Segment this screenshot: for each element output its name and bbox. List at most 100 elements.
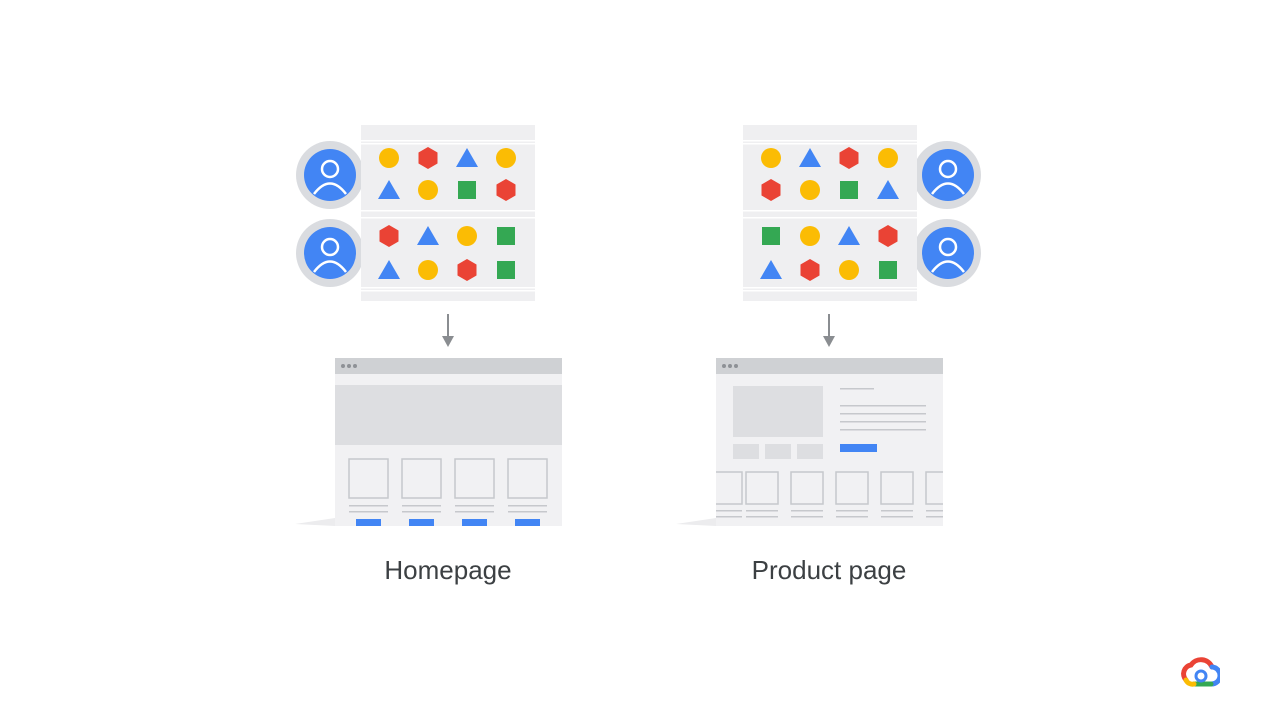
person-icon (922, 227, 974, 279)
homepage-label: Homepage (384, 555, 512, 585)
product-image (733, 386, 823, 437)
yellow-circle-icon (761, 148, 781, 168)
description-line (840, 413, 926, 415)
product-tile (925, 471, 943, 505)
panel-divider (743, 217, 917, 219)
yellow-circle-icon (379, 148, 399, 168)
person-icon (922, 149, 974, 201)
tile-button (462, 519, 487, 526)
blue-triangle-icon (838, 226, 860, 245)
window-dot-icon (353, 364, 357, 368)
tile-text-line (402, 505, 441, 507)
panel-divider (743, 143, 917, 145)
tile-text-line (926, 516, 943, 518)
product-tile (507, 458, 548, 499)
tile-text-line (881, 510, 913, 512)
blue-triangle-icon (417, 226, 439, 245)
avatar-head (320, 237, 340, 257)
avatar-circle (304, 149, 356, 201)
yellow-circle-icon (878, 148, 898, 168)
arrow-down-icon (823, 336, 835, 347)
blue-triangle-icon (456, 148, 478, 167)
description-line (840, 429, 926, 431)
blue-triangle-icon (378, 260, 400, 279)
homepage-wireframe (295, 358, 562, 526)
red-hexagon-icon (800, 259, 820, 281)
panel-divider (361, 290, 535, 292)
tile-text-line (349, 505, 388, 507)
description-line (840, 405, 926, 407)
tile-text-line (455, 505, 494, 507)
avatar-circle (304, 227, 356, 279)
browser-shadow (295, 518, 335, 526)
tile-text-line (836, 510, 868, 512)
avatar-body (313, 260, 347, 273)
window-dot-icon (347, 364, 351, 368)
yellow-circle-icon (800, 180, 820, 200)
blue-triangle-icon (378, 180, 400, 199)
tile-text-line (791, 510, 823, 512)
browser-window (716, 358, 943, 526)
tile-text-line (746, 516, 778, 518)
green-square-icon (497, 227, 515, 245)
panel-divider (361, 287, 535, 289)
panel-divider (743, 290, 917, 292)
hero-banner (335, 385, 562, 445)
green-square-icon (458, 181, 476, 199)
tile-text-line (402, 511, 441, 513)
thumbnail (765, 444, 791, 459)
browser-shadow (676, 518, 716, 526)
product-tile (454, 458, 495, 499)
product-tile (880, 471, 914, 505)
browser-titlebar (716, 358, 943, 374)
avatar-head (938, 159, 958, 179)
tile-text-line (508, 505, 547, 507)
product-tile (835, 471, 869, 505)
tile-text-line (508, 511, 547, 513)
related-products-carousel (716, 471, 943, 518)
avatar-body (931, 260, 965, 273)
red-hexagon-icon (379, 225, 399, 247)
avatar-circle (922, 227, 974, 279)
panel-divider (743, 287, 917, 289)
person-icon (304, 149, 356, 201)
red-hexagon-icon (878, 225, 898, 247)
tile-text-line (791, 516, 823, 518)
blue-triangle-icon (877, 180, 899, 199)
blue-triangle-icon (760, 260, 782, 279)
buy-button (840, 444, 877, 452)
tile-text-line (836, 516, 868, 518)
red-hexagon-icon (457, 259, 477, 281)
thumbnail (733, 444, 759, 459)
panel-divider (743, 140, 917, 142)
product-tile (348, 458, 389, 499)
tile-text-line (716, 510, 742, 512)
green-square-icon (497, 261, 515, 279)
window-dot-icon (722, 364, 726, 368)
tile-text-line (926, 510, 943, 512)
yellow-circle-icon (457, 226, 477, 246)
yellow-circle-icon (839, 260, 859, 280)
window-dot-icon (728, 364, 732, 368)
window-dot-icon (734, 364, 738, 368)
tile-text-line (455, 511, 494, 513)
yellow-circle-icon (418, 180, 438, 200)
panel-divider (361, 217, 535, 219)
tile-text-line (746, 510, 778, 512)
red-hexagon-icon (761, 179, 781, 201)
right-user-panels (743, 125, 981, 301)
person-icon (304, 227, 356, 279)
panel-divider (361, 143, 535, 145)
tile-button (356, 519, 381, 526)
arrow-down-icon (442, 336, 454, 347)
red-hexagon-icon (496, 179, 516, 201)
red-hexagon-icon (418, 147, 438, 169)
avatar-body (931, 182, 965, 195)
browser-titlebar (335, 358, 562, 374)
product-page-wireframe (676, 358, 943, 526)
product-page-label: Product page (751, 555, 907, 585)
panel-divider (743, 210, 917, 212)
yellow-circle-icon (800, 226, 820, 246)
tile-text-line (349, 511, 388, 513)
